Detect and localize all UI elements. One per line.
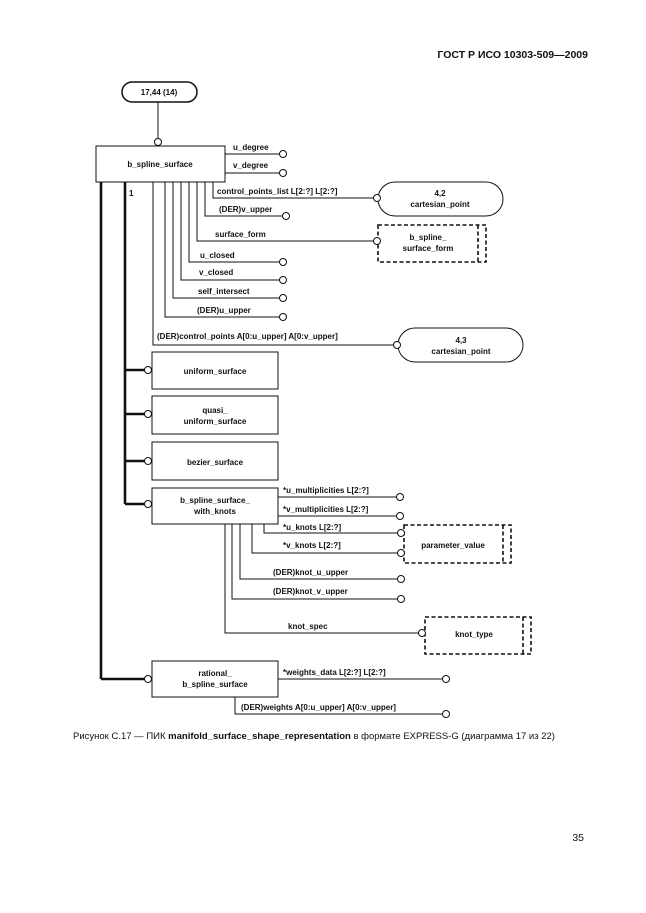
svg-text:with_knots: with_knots: [193, 507, 236, 516]
svg-text:cartesian_point: cartesian_point: [431, 347, 490, 356]
svg-text:parameter_value: parameter_value: [421, 541, 485, 550]
entity-quasi-uniform-surface: quasi_ uniform_surface: [151, 395, 279, 435]
attribute-self-intersect: self_intersect: [172, 182, 287, 302]
attribute-weights-data: *weights_data L[2:?] L[2:?]: [278, 668, 450, 683]
attribute-u-multiplicities: *u_multiplicities L[2:?]: [278, 486, 404, 501]
entity-uniform-surface: uniform_surface: [151, 351, 279, 390]
svg-text:u_closed: u_closed: [200, 251, 235, 260]
svg-text:*u_multiplicities L[2:?]: *u_multiplicities L[2:?]: [283, 486, 369, 495]
reference-cartesian-point-4-2: 4,2 cartesian_point: [373, 181, 504, 217]
attribute-weights: (DER)weights A[0:u_upper] A[0:v_upper]: [234, 697, 450, 718]
subtype-one-of-label: 1: [129, 189, 134, 198]
attribute-u-degree: u_degree: [225, 143, 287, 158]
page-number: 35: [572, 832, 584, 844]
reference-cartesian-point-4-3: 4,3 cartesian_point: [393, 327, 524, 363]
svg-text:self_intersect: self_intersect: [198, 287, 250, 296]
attribute-surface-form: surface_form: [196, 182, 374, 242]
page-reference: 17,44 (14): [121, 81, 198, 103]
attribute-v-knots: *v_knots L[2:?]: [251, 524, 398, 554]
svg-text:*weights_data L[2:?] L[2:?]: *weights_data L[2:?] L[2:?]: [283, 668, 386, 677]
attribute-v-multiplicities: *v_multiplicities L[2:?]: [278, 505, 404, 520]
svg-text:quasi_: quasi_: [202, 406, 228, 415]
entity-rational-b-spline-surface: rational_ b_spline_surface: [151, 660, 279, 698]
svg-text:surface_form: surface_form: [215, 230, 266, 239]
svg-text:*v_knots L[2:?]: *v_knots L[2:?]: [283, 541, 341, 550]
svg-text:4,3: 4,3: [455, 336, 467, 345]
entity-b-spline-surface: b_spline_surface: [95, 145, 226, 183]
svg-text:*u_knots L[2:?]: *u_knots L[2:?]: [283, 523, 342, 532]
svg-text:bezier_surface: bezier_surface: [187, 458, 244, 467]
attribute-v-upper: (DER)v_upper: [204, 182, 290, 220]
document-header: ГОСТ Р ИСО 10303-509—2009: [437, 49, 588, 61]
svg-text:knot_type: knot_type: [455, 630, 493, 639]
reference-parameter-value: parameter_value: [397, 524, 512, 564]
svg-text:b_spline_surface_: b_spline_surface_: [180, 496, 250, 505]
svg-text:uniform_surface: uniform_surface: [184, 417, 247, 426]
attribute-u-closed: u_closed: [188, 182, 287, 266]
svg-text:b_spline_: b_spline_: [410, 233, 447, 242]
svg-text:uniform_surface: uniform_surface: [184, 367, 247, 376]
svg-text:(DER)v_upper: (DER)v_upper: [219, 205, 272, 214]
svg-text:(DER)knot_u_upper: (DER)knot_u_upper: [273, 568, 348, 577]
svg-text:v_degree: v_degree: [233, 161, 269, 170]
attribute-v-closed: v_closed: [180, 182, 287, 284]
svg-text:*v_multiplicities L[2:?]: *v_multiplicities L[2:?]: [283, 505, 369, 514]
supertype-tree: 1: [99, 182, 152, 683]
entity-bezier-surface: bezier_surface: [151, 441, 279, 481]
svg-text:rational_: rational_: [198, 669, 232, 678]
svg-text:cartesian_point: cartesian_point: [410, 200, 469, 209]
attribute-knot-v-upper: (DER)knot_v_upper: [231, 524, 405, 603]
svg-text:(DER)u_upper: (DER)u_upper: [197, 306, 251, 315]
attribute-v-degree: v_degree: [225, 161, 287, 177]
svg-text:control_points_list L[2:?] L[2: control_points_list L[2:?] L[2:?]: [217, 187, 338, 196]
entity-b-spline-surface-with-knots: b_spline_surface_ with_knots: [151, 487, 279, 525]
reference-knot-type: knot_type: [418, 616, 532, 655]
svg-text:surface_form: surface_form: [403, 244, 454, 253]
reference-b-spline-surface-form: b_spline_ surface_form: [373, 224, 487, 263]
attribute-u-upper: (DER)u_upper: [164, 182, 287, 321]
attribute-knot-u-upper: (DER)knot_u_upper: [239, 524, 405, 583]
svg-text:(DER)weights A[0:u_upper] A[0:: (DER)weights A[0:u_upper] A[0:v_upper]: [241, 703, 396, 712]
svg-text:b_spline_surface: b_spline_surface: [182, 680, 248, 689]
svg-text:b_spline_surface: b_spline_surface: [127, 160, 193, 169]
page-reference-label: 17,44 (14): [141, 88, 178, 97]
svg-text:v_closed: v_closed: [199, 268, 233, 277]
svg-text:(DER)control_points A[0:u_uppe: (DER)control_points A[0:u_upper] A[0:v_u…: [157, 332, 338, 341]
svg-text:(DER)knot_v_upper: (DER)knot_v_upper: [273, 587, 348, 596]
attribute-control-points-list: control_points_list L[2:?] L[2:?]: [212, 182, 378, 199]
attribute-u-knots: *u_knots L[2:?]: [263, 523, 398, 534]
svg-text:u_degree: u_degree: [233, 143, 269, 152]
figure-caption: Рисунок С.17 — ПИК manifold_surface_shap…: [73, 731, 555, 742]
svg-text:knot_spec: knot_spec: [288, 622, 328, 631]
svg-text:4,2: 4,2: [434, 189, 446, 198]
attribute-knot-spec: knot_spec: [224, 524, 419, 634]
attribute-control-points: (DER)control_points A[0:u_upper] A[0:v_u…: [152, 182, 398, 346]
